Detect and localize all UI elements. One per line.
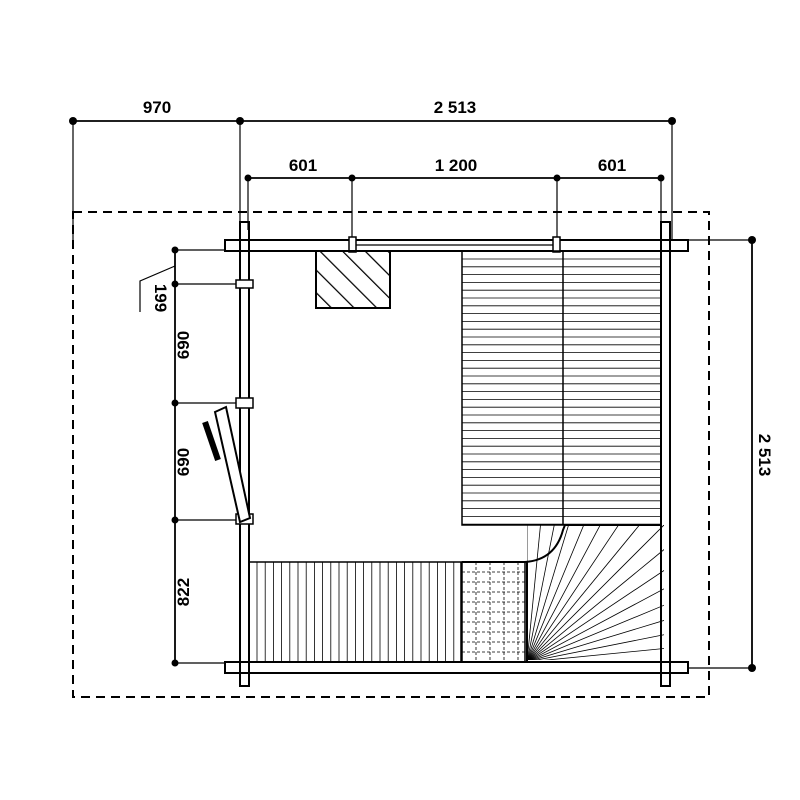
right-dimension-line: [688, 236, 756, 672]
slat-line: [528, 525, 640, 660]
dim-left-upper: 690: [174, 331, 193, 359]
dim-right-total: 2 513: [755, 434, 774, 477]
corner-bench: [527, 525, 664, 660]
slat-line: [527, 525, 620, 660]
dim-top-left: 970: [143, 98, 171, 117]
slat-line: [543, 648, 664, 660]
inner-top-dimension-line: [244, 174, 665, 243]
dim-left-middle: 690: [174, 448, 193, 476]
door-leaf: [202, 405, 252, 524]
slat-line: [527, 525, 601, 660]
lower-bench: [248, 561, 462, 663]
slat-line: [529, 588, 664, 660]
upper-bench: [461, 250, 662, 526]
roof-outline: [72, 211, 710, 698]
dim-inner-left: 601: [289, 156, 317, 175]
slat-line: [529, 569, 664, 660]
dim-top-total: 2 513: [434, 98, 477, 117]
dim-left-lower: 822: [174, 578, 193, 606]
left-dimension-line: [139, 246, 242, 667]
slat-line: [535, 634, 664, 660]
slat-line: [528, 549, 664, 660]
stove-block: [315, 250, 391, 309]
slat-line: [527, 525, 569, 660]
slat-line: [528, 525, 664, 660]
slat-line: [527, 525, 585, 660]
floor-grid: [461, 561, 526, 663]
corner-bench-outline: [462, 524, 661, 563]
dim-inner-middle: 1 200: [435, 156, 478, 175]
slat-line: [527, 525, 541, 660]
slat-line: [532, 620, 664, 660]
top-dimension-line: [69, 117, 676, 245]
slat-line: [530, 604, 664, 660]
dim-inner-right: 601: [598, 156, 626, 175]
dim-left-small: 199: [151, 284, 170, 312]
